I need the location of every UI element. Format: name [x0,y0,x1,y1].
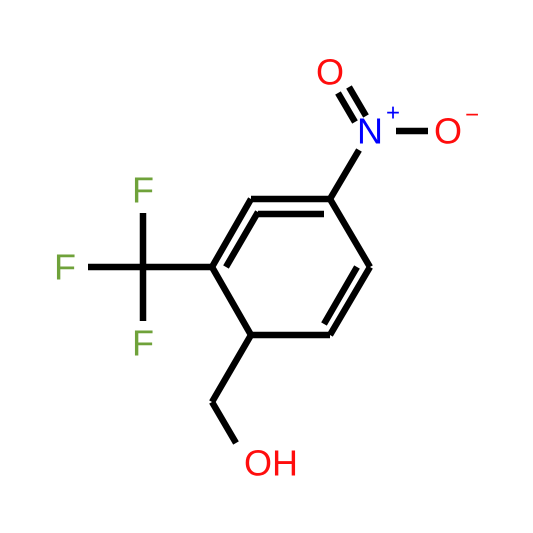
atom-label-oxygen-top: O [316,52,344,93]
bond-ch2-to-oh [209,400,239,445]
atom-label-hydroxyl: OH [244,443,298,484]
bond-ring-top-right [327,197,373,269]
bond-ring-to-ch2 [209,333,254,404]
charge-oxygen-minus: − [465,102,479,129]
bond-ring-bottom-left [209,265,254,337]
bond-nitrogen-oxygen-double-a [346,85,369,118]
atom-label-nitrogen: N [357,111,383,152]
bond-ring-inner-right [321,265,360,326]
bond-ring-bottom-right [327,265,373,337]
bonds [88,85,428,445]
atom-label-fluorine-top: F [132,170,154,211]
bond-ring-top-left [209,197,254,269]
atom-label-oxygen-right: O [434,111,462,152]
bond-nitrogen-oxygen-double-b [335,91,358,124]
bond-ring-to-nitrogen [327,148,362,201]
atom-label-fluorine-bottom: F [132,323,154,364]
charge-nitrogen-plus: + [386,100,400,127]
atom-label-fluorine-left: F [54,247,76,288]
atom-labels: O N + O − F F F OH [54,52,479,484]
bond-ring-inner-left [223,210,261,269]
